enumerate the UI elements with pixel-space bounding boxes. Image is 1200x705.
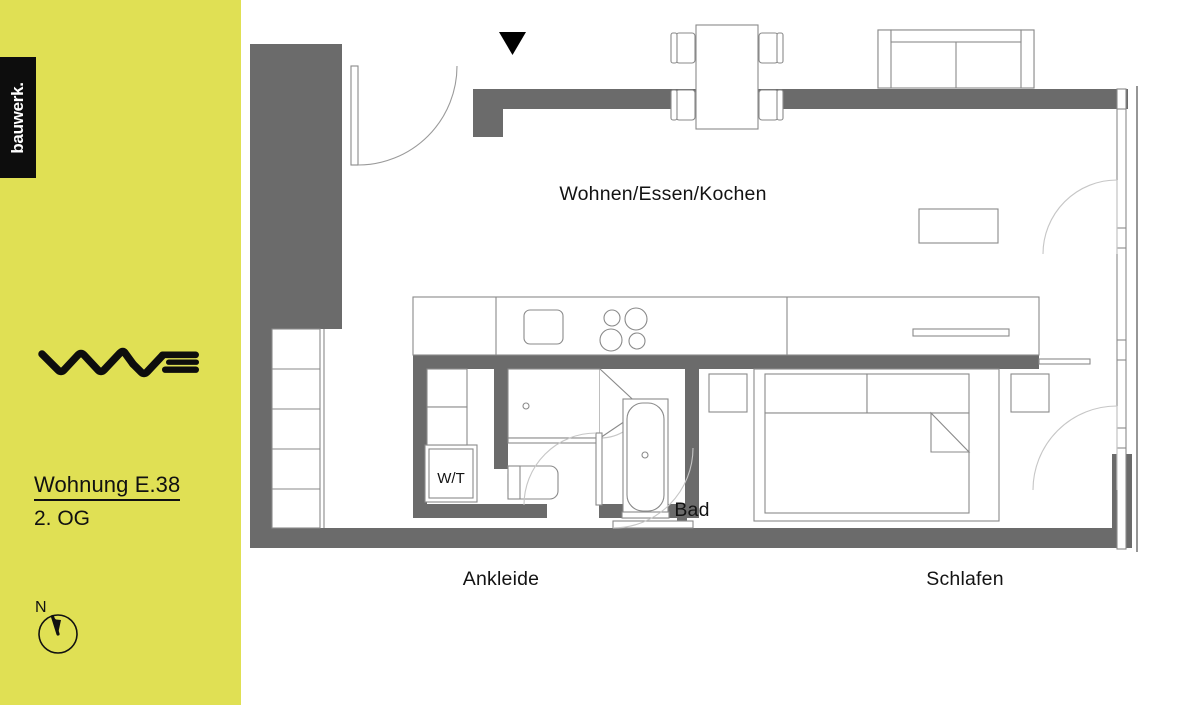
sidebar: bauwerk. Wohnung E.38 2. OG N (0, 0, 241, 705)
brand-logo-box: bauwerk. (0, 57, 36, 178)
dining-chair (670, 89, 696, 121)
nightstand-left (708, 373, 748, 413)
pillow-right (866, 373, 970, 414)
dining-table (695, 24, 759, 130)
bedroom-balcony-door (1032, 405, 1118, 491)
dining-set (670, 24, 784, 130)
room-label-bad: Bad (674, 499, 709, 521)
unit-info: Wohnung E.38 2. OG (34, 472, 234, 531)
dining-chair (670, 32, 696, 64)
utility-cabinets (426, 368, 468, 446)
nightstands (708, 373, 1050, 413)
bathtub (621, 398, 670, 519)
room-label-schlafen: Schlafen (926, 568, 1004, 590)
brand-name: bauwerk. (8, 81, 27, 154)
entry-door (350, 65, 458, 166)
glass-facade (1116, 86, 1138, 552)
double-bed (753, 368, 1000, 522)
duvet-fold (930, 411, 971, 453)
dining-chair (758, 89, 784, 121)
wave-logo-icon (38, 347, 199, 378)
kitchen-sink (523, 309, 564, 345)
washer-dryer-label: W/T (437, 470, 465, 487)
cooktop-four-burner (599, 307, 648, 352)
bathtub-drain (641, 451, 649, 459)
nightstand-right (1010, 373, 1050, 413)
entrance-triangle-icon (499, 32, 526, 55)
washer-dryer: W/T (424, 444, 478, 503)
pillow-left (764, 373, 868, 414)
unit-floor: 2. OG (34, 506, 91, 530)
coffee-table (918, 208, 999, 244)
wave-logo (38, 340, 204, 380)
unit-title: Wohnung E.38 (34, 472, 181, 501)
wardrobe (271, 328, 325, 529)
north-arrow-icon: N (35, 599, 78, 654)
counter-shelf (1038, 358, 1091, 365)
room-label-ankleide: Ankleide (463, 568, 539, 590)
shower-drain (522, 402, 530, 410)
floor-plan-canvas: W/T (241, 0, 1200, 705)
bath-hall-door (612, 447, 694, 529)
compass-north-label: N (35, 599, 47, 616)
toilet (507, 465, 559, 500)
north-compass: N (31, 596, 101, 658)
floor-plan-drawing: W/T (250, 24, 1138, 590)
bath-door (523, 432, 603, 506)
sofa (877, 29, 1035, 89)
shower (507, 368, 644, 444)
living-balcony-door (1042, 179, 1118, 255)
kitchen-counter (412, 296, 1040, 356)
dining-chair (758, 32, 784, 64)
room-label-wohnen: Wohnen/Essen/Kochen (559, 183, 766, 205)
